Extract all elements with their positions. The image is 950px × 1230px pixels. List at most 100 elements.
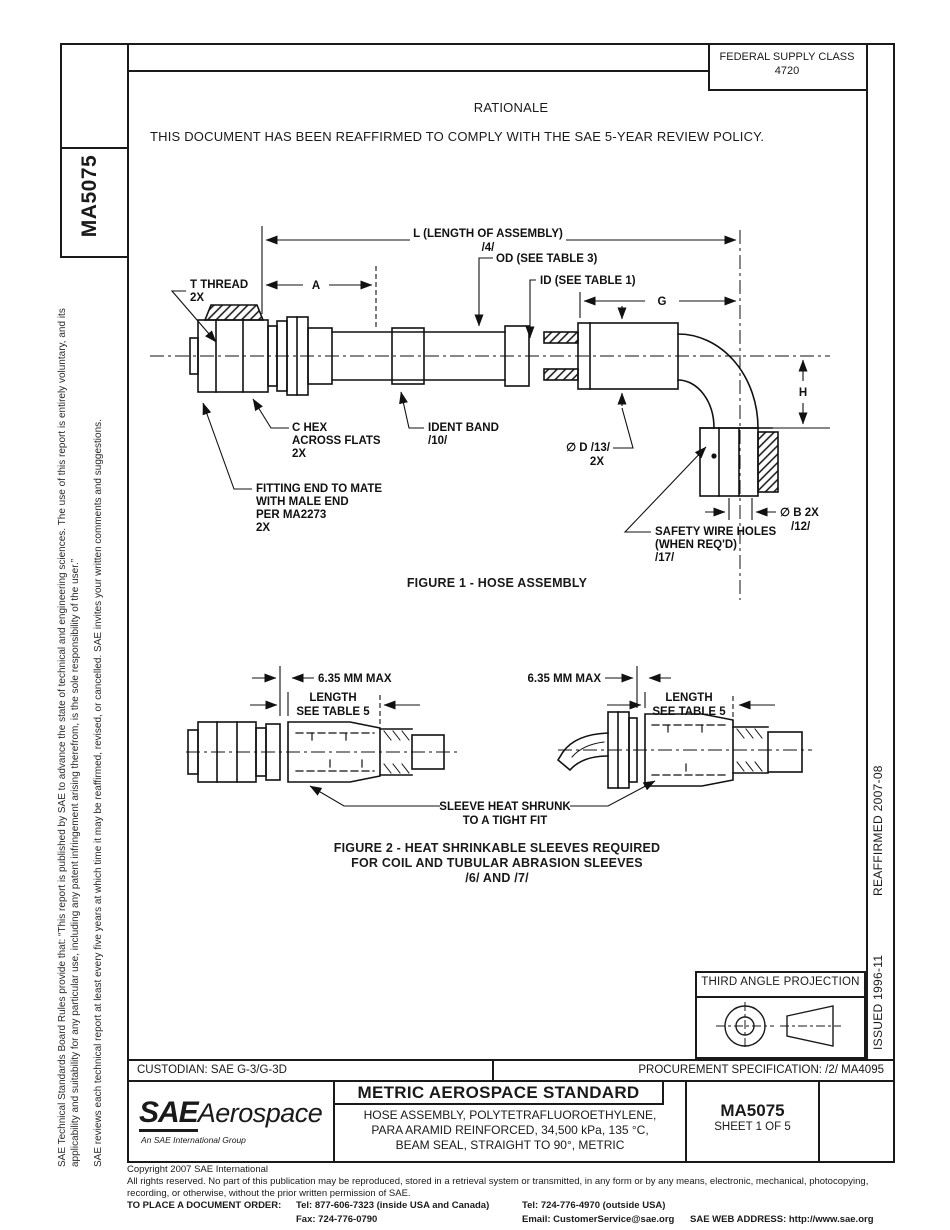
custodian-cell: CUSTODIAN: SAE G-3/G-3D xyxy=(137,1064,287,1076)
sae-logo: SAEAerospace xyxy=(139,1096,323,1132)
figure2-caption-2: FOR COIL AND TUBULAR ABRASION SLEEVES xyxy=(351,856,643,870)
custodian-row-bottom xyxy=(127,1080,895,1082)
projection-symbol xyxy=(716,1002,841,1050)
label-dia-d: ∅ D /13/ xyxy=(566,442,611,454)
label-dim-h: H xyxy=(799,387,807,399)
fig1-centerlines xyxy=(150,230,830,600)
label-safety-1: SAFETY WIRE HOLES xyxy=(655,526,777,538)
frame-inner-right xyxy=(866,43,868,1059)
custodian-row-top xyxy=(127,1059,895,1061)
rationale-statement: THIS DOCUMENT HAS BEEN REAFFIRMED TO COM… xyxy=(150,129,765,144)
document-title-line3: BEAM SEAL, STRAIGHT TO 90°, METRIC xyxy=(395,1138,625,1152)
label-c-hex-1: C HEX xyxy=(292,422,327,434)
tel-inside: Tel: 877-606-7323 (inside USA and Canada… xyxy=(296,1200,490,1211)
copyright-line-1: Copyright 2007 SAE International xyxy=(127,1164,269,1175)
web-address: SAE WEB ADDRESS: http://www.sae.org xyxy=(690,1214,874,1225)
titleblock-v3 xyxy=(818,1080,820,1161)
sae-logo-aerospace: Aerospace xyxy=(197,1098,323,1128)
label-fitting-1: FITTING END TO MATE xyxy=(256,483,382,495)
figure2-caption-1: FIGURE 2 - HEAT SHRINKABLE SLEEVES REQUI… xyxy=(333,841,661,855)
figure1-drawing: T THREAD 2X L (LENGTH OF ASSEMBLY) /4/ O… xyxy=(150,226,830,600)
third-angle-projection-box xyxy=(695,971,866,1059)
legal-paragraph-2: SAE reviews each technical report at lea… xyxy=(93,419,104,1167)
label-length-left-1: LENGTH xyxy=(309,692,356,704)
vertical-doc-number: MA5075 xyxy=(78,154,101,238)
rationale-heading: RATIONALE xyxy=(473,100,549,115)
label-dia-b-note: /12/ xyxy=(791,521,811,533)
figure2-caption-3: /6/ AND /7/ xyxy=(465,871,529,885)
fig2-labels: 6.35 MM MAX LENGTH SEE TABLE 5 6.35 MM M… xyxy=(296,673,726,827)
issued-date: ISSUED 1996-11 xyxy=(871,954,885,1050)
doc-number: MA5075 xyxy=(720,1101,785,1120)
federal-supply-class-box: FEDERAL SUPPLY CLASS 4720 xyxy=(708,50,866,78)
label-fitting-3: PER MA2273 xyxy=(256,509,326,521)
label-length-right-2: SEE TABLE 5 xyxy=(652,706,726,718)
fsc-box-left xyxy=(708,43,710,89)
label-dim-l-note: /4/ xyxy=(482,242,496,254)
order-label: TO PLACE A DOCUMENT ORDER: xyxy=(127,1200,282,1211)
copyright-line-2: All rights reserved. No part of this pub… xyxy=(127,1176,869,1187)
tel-outside: Tel: 724-776-4970 (outside USA) xyxy=(522,1200,666,1211)
fig1-hose-assembly-outline xyxy=(189,304,779,497)
email-address: Email: CustomerService@sae.org xyxy=(522,1214,675,1225)
standard-header-underline xyxy=(333,1103,664,1105)
label-sleeve-1: SLEEVE HEAT SHRUNK xyxy=(439,801,571,813)
label-dim-l: L (LENGTH OF ASSEMBLY) xyxy=(413,228,563,240)
sheet-number: SHEET 1 OF 5 xyxy=(714,1121,791,1133)
label-ident-band-note: /10/ xyxy=(428,435,448,447)
border-left-box xyxy=(60,43,62,258)
sae-logo-mark: SAE xyxy=(139,1096,199,1132)
frame-inner-top xyxy=(127,70,710,72)
label-max-right: 6.35 MM MAX xyxy=(528,673,602,685)
projection-title: THIRD ANGLE PROJECTION xyxy=(701,976,860,988)
left-box-divider xyxy=(60,147,127,149)
border-top xyxy=(60,43,895,45)
titleblock-v2 xyxy=(685,1080,687,1161)
label-od: OD (SEE TABLE 3) xyxy=(496,253,598,265)
procurement-cell: PROCUREMENT SPECIFICATION: /2/ MA4095 xyxy=(638,1064,884,1076)
document-title: HOSE ASSEMBLY, POLYTETRAFLUOROETHYLENE, … xyxy=(335,1108,685,1153)
label-length-left-2: SEE TABLE 5 xyxy=(296,706,370,718)
titleblock-v1 xyxy=(333,1080,335,1161)
label-safety-2: (WHEN REQ'D) xyxy=(655,539,737,551)
label-dia-b: ∅ B 2X xyxy=(780,507,819,519)
document-title-line1: HOSE ASSEMBLY, POLYTETRAFLUOROETHYLENE, xyxy=(363,1108,657,1122)
fig2-left-fitting-outline xyxy=(187,721,445,783)
label-c-hex-2: ACROSS FLATS xyxy=(292,435,381,447)
fsc-title: FEDERAL SUPPLY CLASS xyxy=(719,51,855,63)
sae-logo-tagline: An SAE International Group xyxy=(141,1135,246,1145)
left-box-bottom xyxy=(60,256,127,258)
label-length-right-1: LENGTH xyxy=(665,692,712,704)
legal-paragraph-1: SAE Technical Standards Board Rules prov… xyxy=(57,308,81,1167)
custodian-divider xyxy=(492,1059,494,1082)
figure2-caption: FIGURE 2 - HEAT SHRINKABLE SLEEVES REQUI… xyxy=(127,841,867,886)
standard-type-heading: METRIC AEROSPACE STANDARD xyxy=(357,1083,640,1102)
fig1-dimensions-leaders xyxy=(170,226,830,533)
label-safety-3: /17/ xyxy=(655,552,675,564)
copyright-line-3: recording, or otherwise, without the pri… xyxy=(127,1188,411,1199)
label-ident-band: IDENT BAND xyxy=(428,422,499,434)
fsc-code: 4720 xyxy=(774,65,800,77)
document-title-line2: PARA ARAMID REINFORCED, 34,500 kPa, 135 … xyxy=(371,1123,649,1137)
fax-number: Fax: 724-776-0790 xyxy=(296,1214,378,1225)
projection-header-line xyxy=(695,996,866,998)
label-c-hex-3: 2X xyxy=(292,448,306,460)
label-t-thread: T THREAD xyxy=(190,279,248,291)
frame-outer-right xyxy=(893,43,895,1163)
fsc-box-bottom xyxy=(708,89,868,91)
reaffirmed-date: REAFFIRMED 2007-08 xyxy=(871,765,885,896)
label-sleeve-2: TO A TIGHT FIT xyxy=(463,815,548,827)
label-fitting-4: 2X xyxy=(256,522,270,534)
label-t-thread-qty: 2X xyxy=(190,292,204,304)
frame-left xyxy=(127,43,129,1163)
doc-number-cell: MA5075 SHEET 1 OF 5 xyxy=(687,1101,818,1133)
frame-bottom xyxy=(127,1161,895,1163)
figure2-drawing: 6.35 MM MAX LENGTH SEE TABLE 5 6.35 MM M… xyxy=(186,666,812,827)
label-dim-a: A xyxy=(312,280,320,292)
label-id: ID (SEE TABLE 1) xyxy=(540,275,636,287)
standard-header-right xyxy=(662,1080,664,1105)
label-max-left: 6.35 MM MAX xyxy=(318,673,392,685)
fig2-right-fitting-outline xyxy=(556,711,803,789)
label-dia-d-qty: 2X xyxy=(590,456,604,468)
